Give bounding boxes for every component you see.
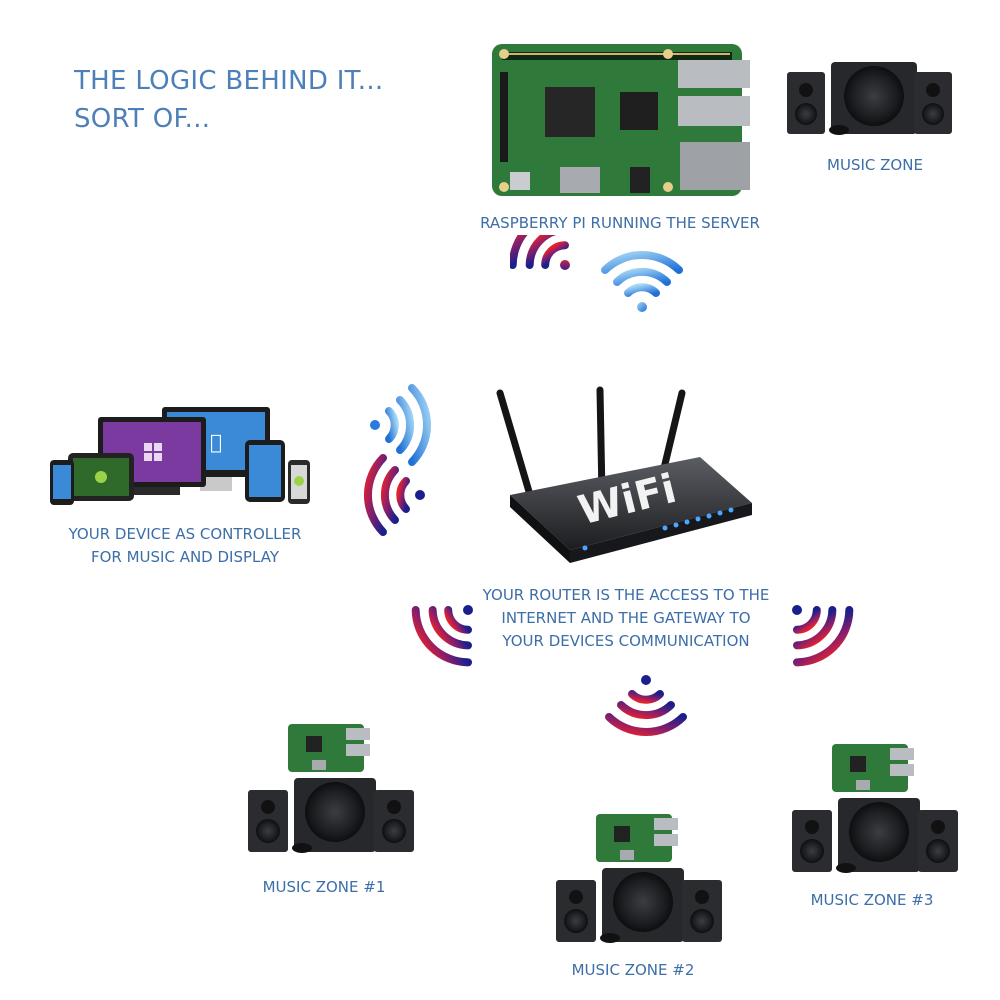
zone2-label: MUSIC ZONE #2 bbox=[571, 961, 695, 979]
music-zone-top-label: MUSIC ZONE bbox=[827, 156, 923, 174]
wifi-signal-server-icon bbox=[510, 235, 683, 312]
wifi-signal-controller-icon bbox=[363, 384, 432, 536]
wifi-router: WiFi bbox=[496, 386, 752, 563]
speaker-set-top bbox=[787, 62, 952, 135]
raspberry-pi-board bbox=[492, 44, 750, 196]
router-label-line-1: YOUR ROUTER IS THE ACCESS TO THE bbox=[482, 586, 770, 604]
controller-label-line-1: YOUR DEVICE AS CONTROLLER bbox=[68, 525, 302, 543]
router-label: YOUR ROUTER IS THE ACCESS TO THE INTERNE… bbox=[466, 584, 786, 653]
svg-text::  bbox=[210, 430, 222, 454]
server-label: RASPBERRY PI RUNNING THE SERVER bbox=[480, 214, 760, 232]
zone3-speakers bbox=[792, 798, 958, 873]
diagram-title: THE LOGIC BEHIND IT... SORT OF... bbox=[74, 62, 383, 138]
router-label-line-3: YOUR DEVICES COMMUNICATION bbox=[502, 632, 750, 650]
router-label-line-2: INTERNET AND THE GATEWAY TO bbox=[501, 609, 751, 627]
controller-label-line-2: FOR MUSIC AND DISPLAY bbox=[90, 548, 280, 566]
controller-devices:  bbox=[50, 407, 310, 505]
zone3-raspberry-pi bbox=[832, 744, 914, 792]
zone1-speakers bbox=[248, 778, 414, 853]
zone1-label: MUSIC ZONE #1 bbox=[262, 878, 386, 896]
title-line-1: THE LOGIC BEHIND IT... bbox=[74, 66, 384, 96]
zone3-label: MUSIC ZONE #3 bbox=[810, 891, 934, 909]
controller-label: YOUR DEVICE AS CONTROLLER FOR MUSIC AND … bbox=[40, 523, 330, 569]
wifi-signal-zone3-icon bbox=[792, 605, 854, 667]
zone2-speakers bbox=[556, 868, 722, 943]
zone1-raspberry-pi bbox=[288, 724, 370, 772]
title-line-2: SORT OF... bbox=[74, 104, 211, 134]
wifi-signal-zone2-icon bbox=[605, 675, 687, 737]
wifi-signal-zone1-icon bbox=[411, 605, 473, 667]
zone2-raspberry-pi bbox=[596, 814, 678, 862]
